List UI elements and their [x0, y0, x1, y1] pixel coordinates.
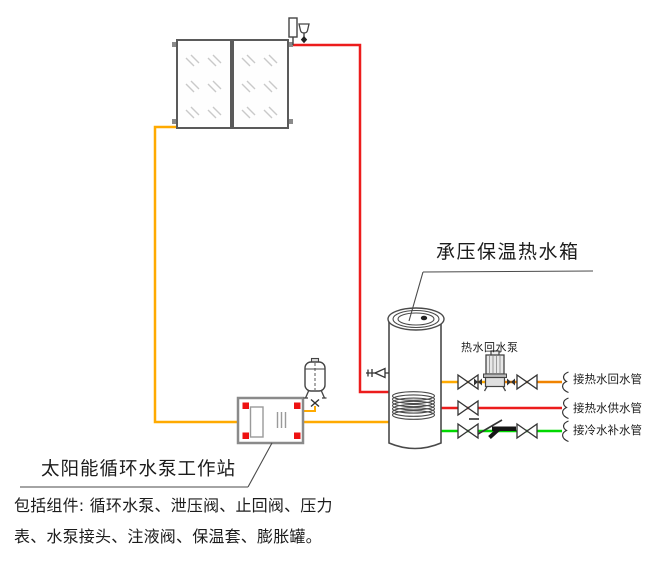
components-text-line1: 包括组件: 循环水泵、泄压阀、止回阀、压力: [14, 496, 333, 515]
tank-lid-mid: [392, 309, 440, 329]
mount-tab: [172, 42, 177, 47]
hot-water-tank: [366, 307, 445, 450]
air-vent-assembly: [288, 17, 310, 45]
expansion-tank-legs: [303, 389, 327, 399]
pump-station-box: [236, 396, 305, 445]
expansion-tank-valve-icon: [310, 398, 320, 408]
hot-water-return-label: 接热水回水管: [573, 372, 642, 386]
collector-panel-left: [176, 39, 232, 129]
gate-valve-icon: [457, 399, 479, 417]
gate-valve-icon: [457, 373, 479, 391]
return-pipe-left-run: [153, 125, 237, 424]
station-vent-lines: [276, 412, 287, 428]
collector-return-pipe: [153, 125, 389, 424]
return-pump-label: 热水回水泵: [461, 341, 519, 354]
tank-top-fitting-icon: [420, 315, 428, 321]
corner-marker: [294, 402, 301, 409]
hot-pipe-run: [288, 43, 389, 394]
corner-marker: [242, 402, 249, 409]
components-text-line2: 表、水泵接头、注液阀、保温套、膨胀罐。: [14, 527, 322, 546]
station-display: [249, 406, 264, 438]
corner-marker: [242, 432, 249, 439]
mount-tab: [288, 119, 293, 124]
gate-valve-icon: [516, 373, 538, 391]
circulation-pump-icon: [483, 350, 507, 392]
collector-panel-right: [232, 39, 289, 129]
strainer-icon: [488, 426, 516, 439]
mount-tab: [172, 119, 177, 124]
station-label-leader: [20, 442, 273, 488]
tank-lid-inner: [397, 312, 435, 326]
gate-valve-icon: [457, 422, 479, 440]
mount-tab: [288, 42, 293, 47]
corner-marker: [294, 432, 301, 439]
expansion-tank-icon: [303, 357, 327, 408]
brace-icon: [562, 371, 569, 443]
expansion-tank-stub-pipe: [304, 406, 316, 412]
tank-body: [388, 319, 442, 450]
solar-collector: [172, 39, 293, 129]
gate-valve-icon: [516, 422, 538, 440]
union-icon: [507, 378, 515, 386]
valve-body-icon: [300, 36, 308, 44]
expansion-tank-body: [304, 361, 326, 392]
air-vent-icon: [288, 17, 298, 38]
check-valve-icon: [469, 418, 503, 435]
cold-water-makeup-label: 接冷水补水管: [573, 423, 642, 437]
workstation-label: 太阳能循环水泵工作站: [41, 459, 237, 480]
hot-water-supply-label: 接热水供水管: [573, 401, 642, 415]
coil-heat-exchanger-icon: [391, 391, 436, 420]
temperature-sensor-icon: [366, 367, 389, 379]
tank-lid-outer: [387, 307, 445, 331]
glass-hatch-marks: [185, 54, 278, 119]
union-icon: [474, 378, 482, 386]
collector-hot-supply-pipe: [288, 43, 389, 394]
relief-valve-icon: [298, 23, 310, 34]
tank-label: 承压保温热水箱: [436, 241, 580, 263]
tank-label-leader: [408, 270, 594, 322]
